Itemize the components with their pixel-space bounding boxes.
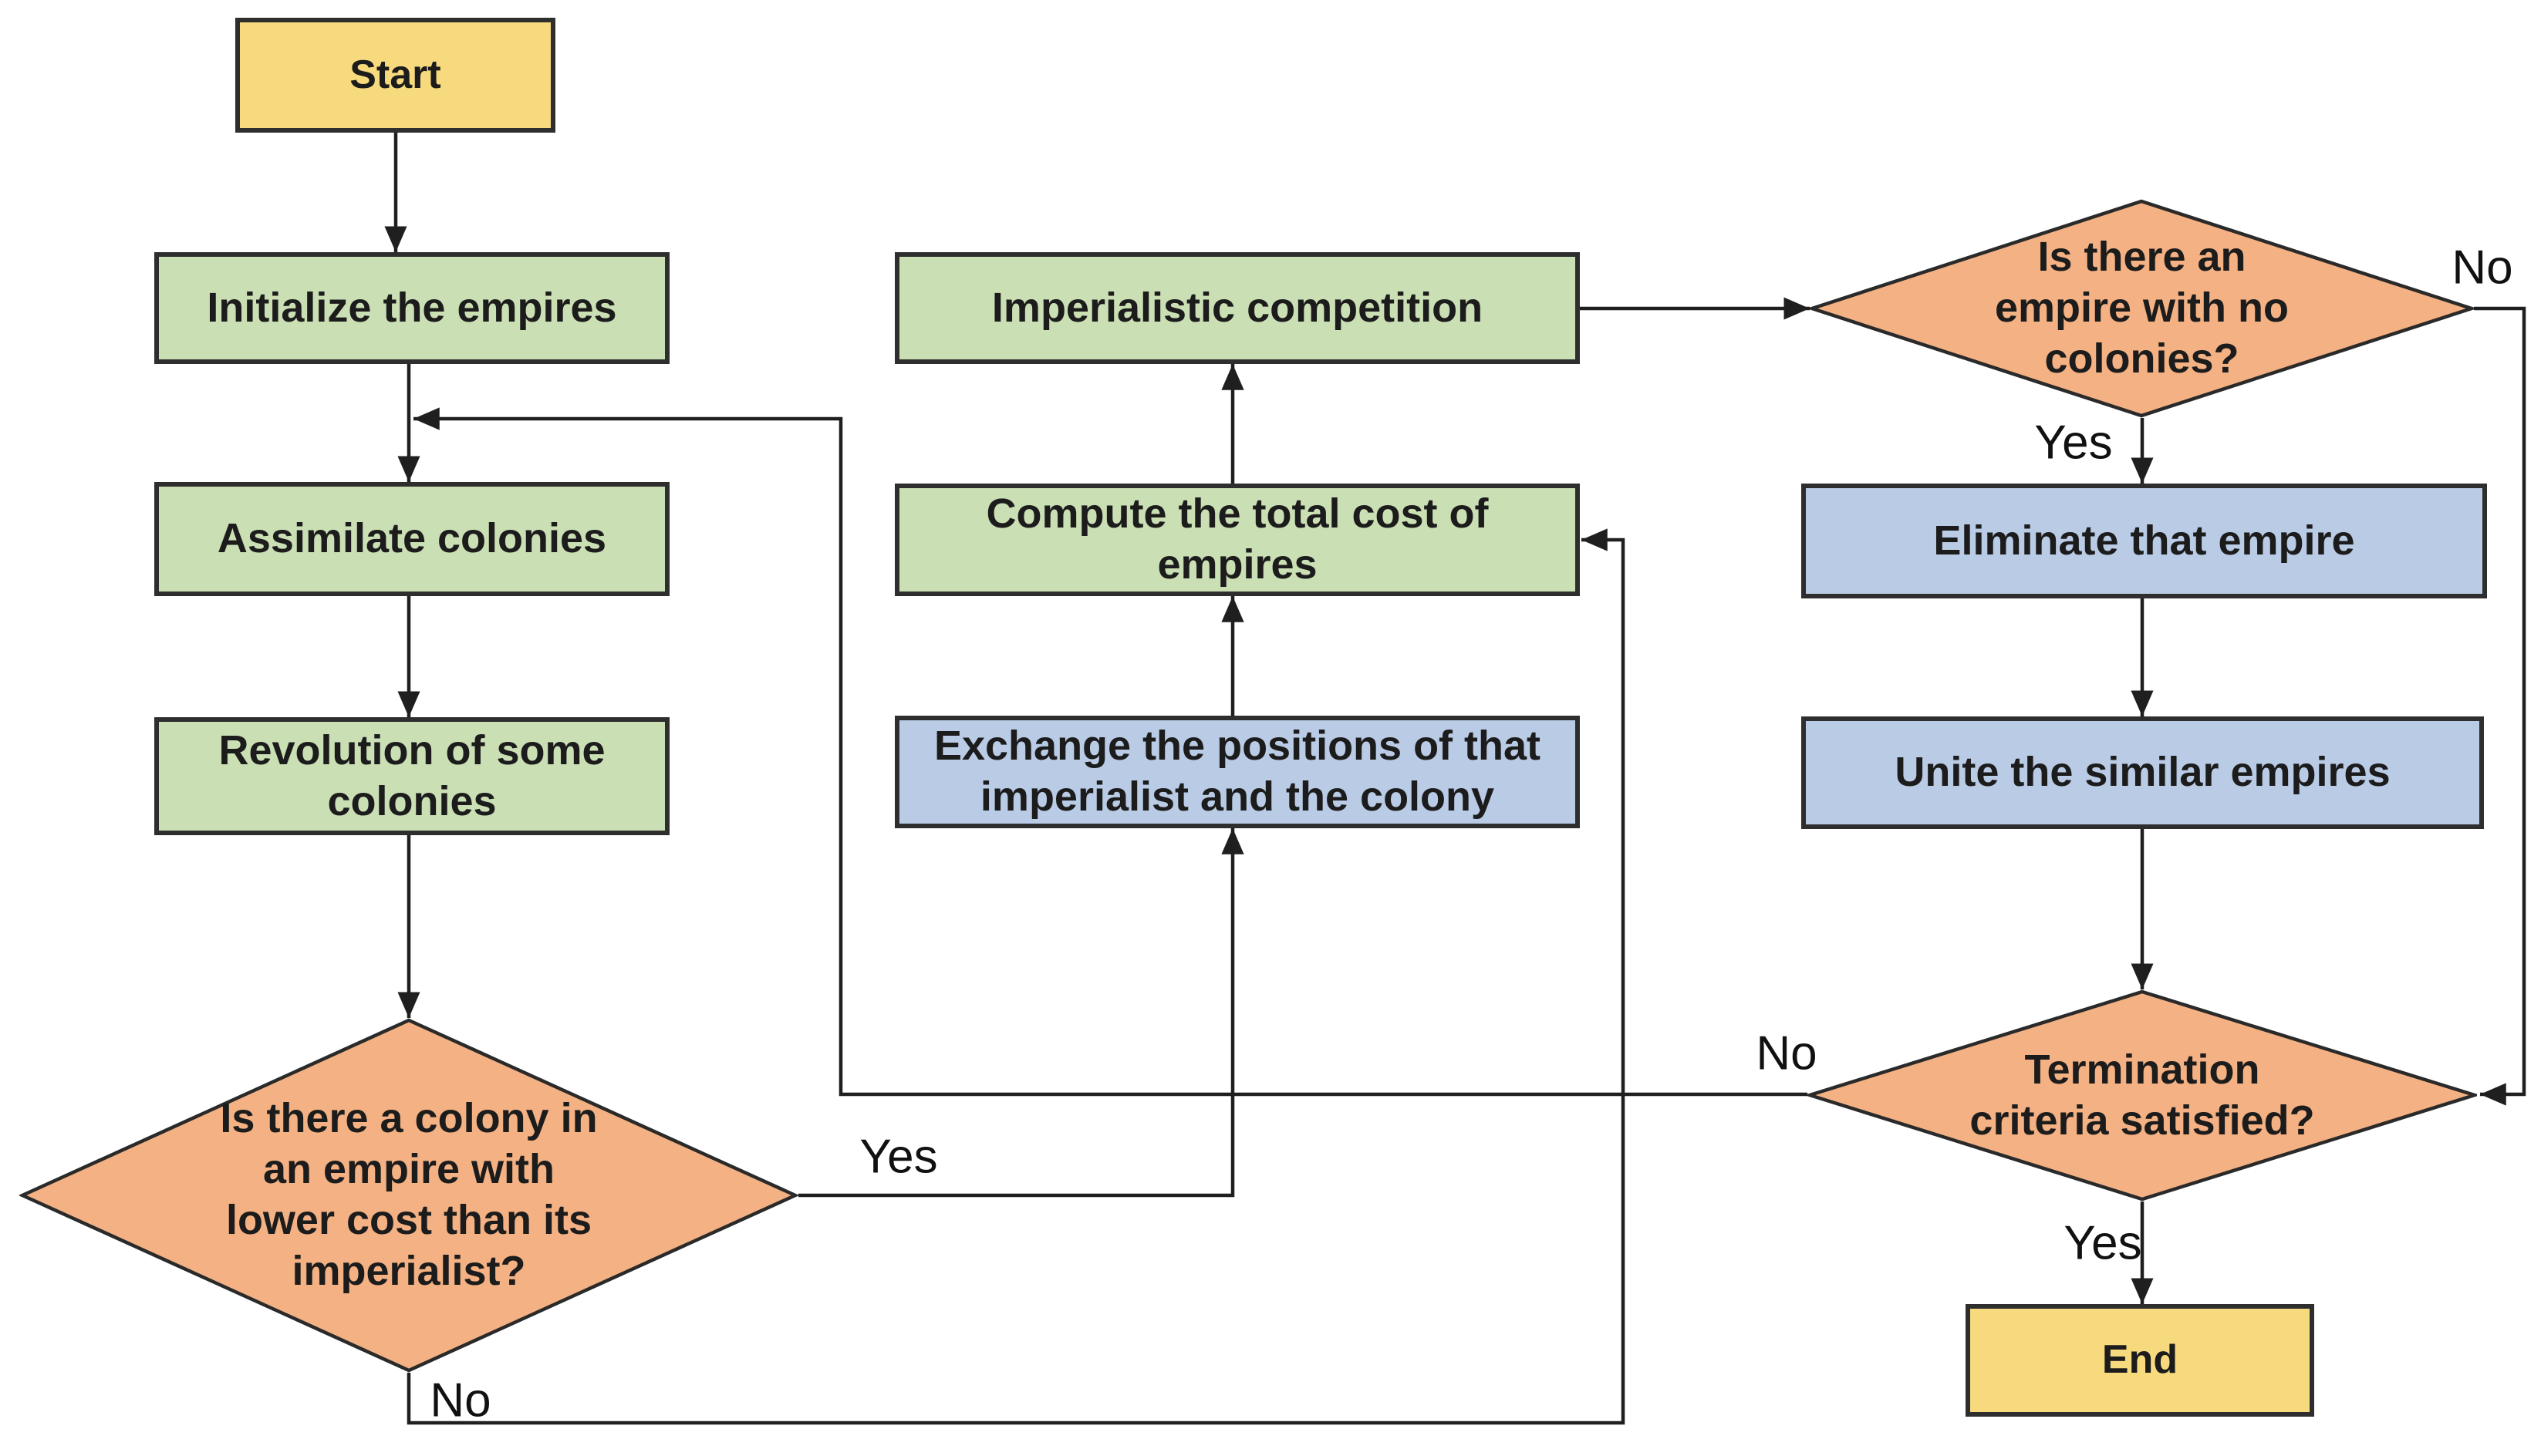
label-colony-yes: Yes (859, 1130, 938, 1184)
diamond-shape (1807, 989, 2477, 1202)
node-end-label: End (2101, 1337, 2178, 1383)
node-unite-similar-empires-label: Unite the similar empires (1895, 749, 2391, 796)
node-initialize-empires: Initialize the empires (154, 252, 670, 364)
node-exchange-positions-label: Exchange the positions of that imperiali… (933, 723, 1541, 820)
node-compute-total-cost-label: Compute the total cost of empires (986, 490, 1489, 588)
node-revolution-colonies: Revolution of some colonies (154, 717, 670, 835)
edge-empire-no-to-termination (2474, 306, 2526, 1106)
decision-termination-criteria-label: Termination criteria satisfied? (1969, 1046, 2315, 1144)
node-compute-total-cost: Compute the total cost of empires (895, 484, 1580, 596)
node-eliminate-empire-label: Eliminate that empire (1933, 517, 2355, 564)
node-revolution-colonies-label: Revolution of some colonies (218, 726, 606, 824)
node-assimilate-colonies: Assimilate colonies (154, 482, 670, 596)
diamond-shape (19, 1018, 798, 1373)
node-unite-similar-empires: Unite the similar empires (1801, 716, 2484, 829)
node-start: Start (235, 18, 555, 133)
node-start-label: Start (349, 52, 441, 97)
node-eliminate-empire: Eliminate that empire (1801, 484, 2487, 598)
node-assimilate-colonies-label: Assimilate colonies (217, 515, 607, 562)
node-imperialistic-competition: Imperialistic competition (895, 252, 1580, 364)
decision-colony-lower-cost: Is there a colony in an empire with lowe… (19, 1018, 798, 1373)
decision-termination-criteria: Termination criteria satisfied? (1807, 989, 2477, 1202)
label-empire-no: No (2452, 241, 2513, 295)
label-termination-no: No (1756, 1026, 1817, 1080)
decision-colony-lower-cost-label: Is there a colony in an empire with lowe… (220, 1095, 598, 1294)
node-end: End (1966, 1304, 2314, 1417)
label-colony-no: No (430, 1373, 491, 1427)
node-initialize-empires-label: Initialize the empires (207, 284, 617, 331)
decision-empire-no-colonies-label: Is there an empire with no colonies? (1994, 234, 2290, 382)
decision-empire-no-colonies: Is there an empire with no colonies? (1810, 199, 2474, 418)
label-termination-yes: Yes (2064, 1216, 2142, 1270)
node-imperialistic-competition-label: Imperialistic competition (991, 284, 1483, 331)
node-exchange-positions: Exchange the positions of that imperiali… (895, 716, 1580, 828)
diamond-shape (1810, 199, 2474, 418)
label-empire-yes: Yes (2034, 416, 2113, 470)
